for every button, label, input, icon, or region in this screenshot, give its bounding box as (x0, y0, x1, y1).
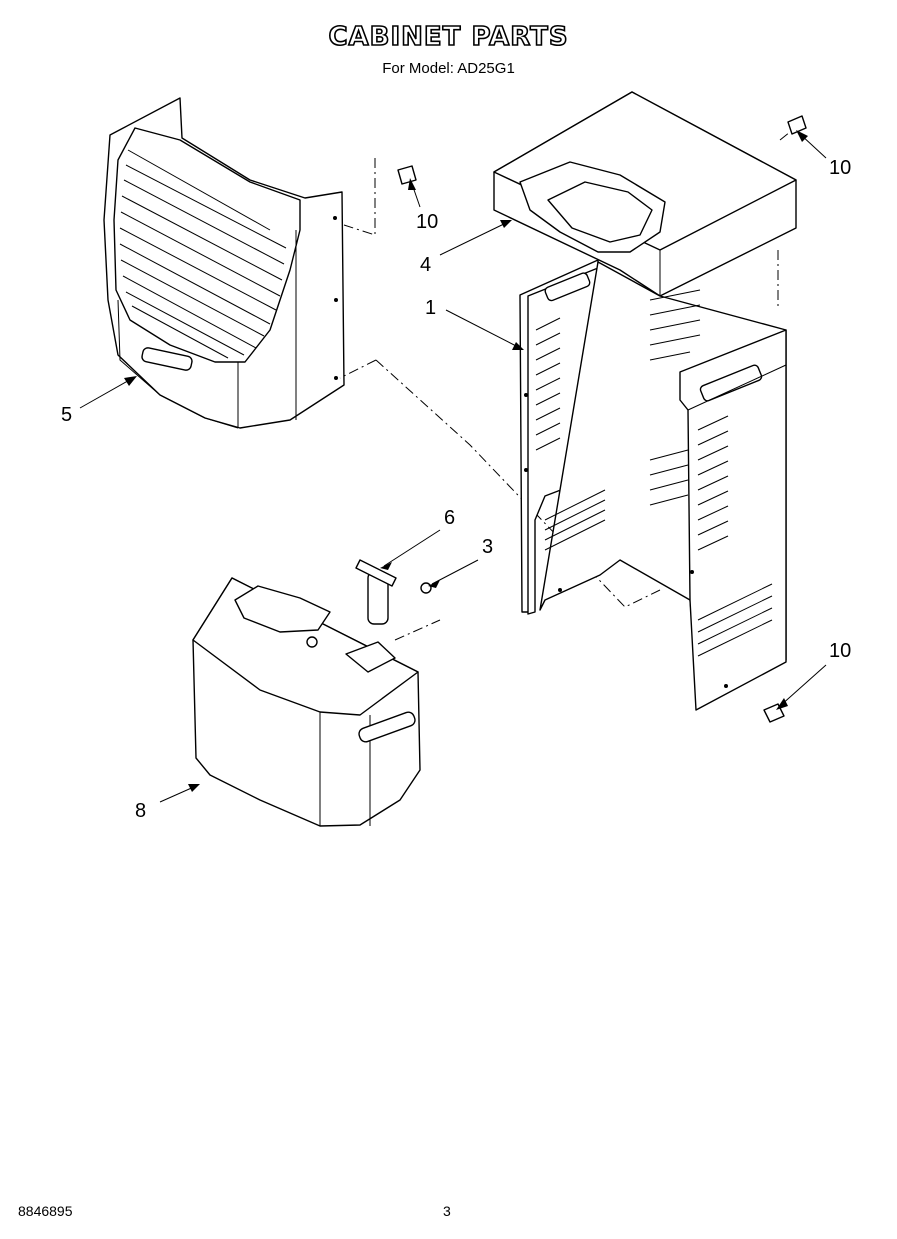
page-number: 3 (443, 1203, 451, 1219)
cabinet-wrapper (519, 259, 787, 711)
callout-5: 5 (61, 404, 73, 426)
callout-10-bottom-right: 10 (829, 640, 852, 662)
callout-10-top-right: 10 (829, 157, 852, 179)
drain-tube (355, 559, 397, 625)
front-grille-panel (103, 97, 345, 429)
leader-arrows (79, 130, 827, 803)
screw-part-3 (420, 582, 432, 594)
callout-1: 1 (425, 297, 437, 319)
top-cover (493, 91, 797, 297)
model-subtitle: For Model: AD25G1 (382, 60, 515, 77)
page-title: CABINET PARTS (328, 21, 569, 53)
alignment-lines (339, 131, 791, 641)
callout-10-left: 10 (416, 211, 439, 233)
callout-4: 4 (420, 254, 432, 276)
document-number: 8846895 (18, 1203, 73, 1219)
screw-part-10-top-right (787, 115, 807, 135)
callout-6: 6 (444, 507, 456, 529)
water-bucket (192, 577, 421, 827)
callout-8: 8 (135, 800, 147, 822)
callout-3: 3 (482, 536, 494, 558)
screw-part-10-left (397, 165, 417, 185)
